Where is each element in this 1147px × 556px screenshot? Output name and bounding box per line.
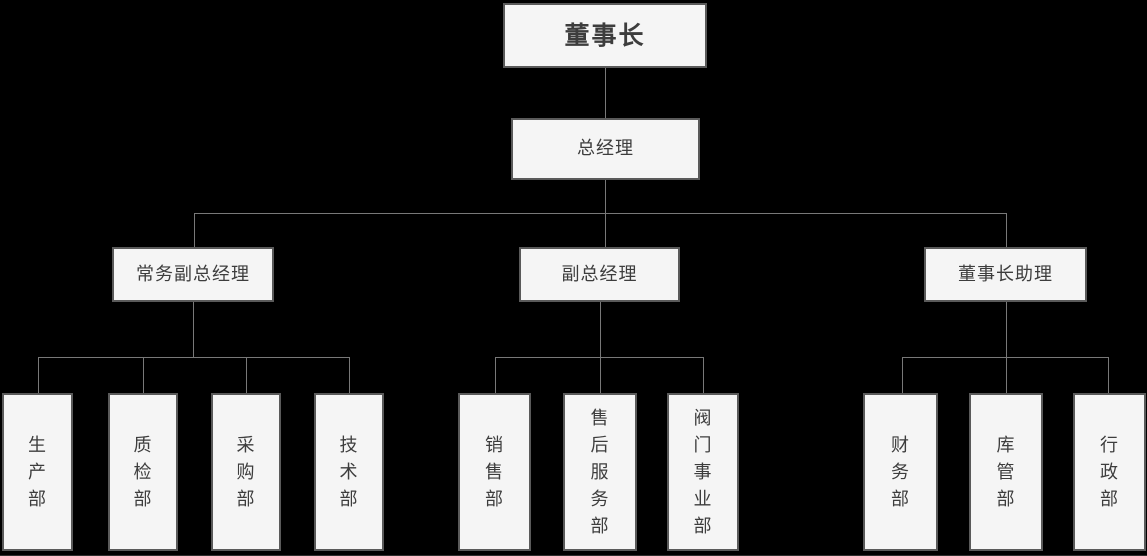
org-node-label: 董事长 [564, 21, 646, 50]
connector-line [605, 213, 606, 247]
connector-line [600, 302, 601, 357]
label-character: 部 [485, 488, 504, 509]
org-node-label: 技术部 [340, 432, 359, 513]
org-node-deputy-general-manager[interactable]: 副总经理 [519, 247, 680, 302]
org-node-label: 质检部 [134, 432, 153, 513]
connector-line [495, 357, 496, 393]
org-node-label: 董事长助理 [958, 263, 1053, 284]
label-character: 务 [891, 461, 910, 482]
label-character: 政 [1100, 461, 1119, 482]
org-node-label: 常务副总经理 [136, 263, 250, 284]
connector-line [600, 357, 601, 393]
label-character: 部 [590, 515, 610, 536]
label-character: 部 [891, 488, 910, 509]
connector-line [902, 357, 1108, 358]
org-node-warehouse-dept[interactable]: 库管部 [969, 393, 1043, 551]
org-node-quality-inspection-dept[interactable]: 质检部 [108, 393, 178, 551]
org-node-technology-dept[interactable]: 技术部 [314, 393, 384, 551]
label-character: 阀 [693, 407, 713, 428]
label-character: 部 [1100, 488, 1119, 509]
label-character: 后 [590, 434, 610, 455]
org-node-label: 副总经理 [561, 263, 638, 284]
connector-line [605, 180, 606, 213]
label-character: 服 [590, 461, 610, 482]
label-character: 术 [339, 461, 359, 482]
connector-line [143, 357, 144, 393]
label-character: 生 [28, 434, 47, 455]
connector-line [1108, 357, 1109, 393]
label-character: 管 [996, 461, 1016, 482]
connector-line [1006, 357, 1007, 393]
connector-line [349, 357, 350, 393]
label-character: 部 [339, 488, 359, 509]
org-node-chairman[interactable]: 董事长 [503, 3, 707, 68]
org-node-label: 销售部 [485, 432, 504, 513]
label-character: 销 [485, 434, 504, 455]
label-character: 部 [133, 488, 153, 509]
org-node-executive-deputy-general-manager[interactable]: 常务副总经理 [112, 247, 274, 302]
org-node-chairman-assistant[interactable]: 董事长助理 [924, 247, 1087, 302]
connector-line [703, 357, 704, 393]
connector-line [194, 213, 195, 247]
label-character: 质 [133, 434, 153, 455]
org-node-administration-dept[interactable]: 行政部 [1073, 393, 1146, 551]
org-node-finance-dept[interactable]: 财务部 [863, 393, 938, 551]
label-character: 部 [236, 488, 256, 509]
org-node-label: 售后服务部 [591, 405, 610, 540]
connector-line [605, 68, 606, 118]
label-character: 售 [485, 461, 504, 482]
label-character: 产 [28, 461, 47, 482]
org-node-general-manager[interactable]: 总经理 [511, 118, 700, 180]
label-character: 事 [693, 461, 713, 482]
org-node-purchasing-dept[interactable]: 采购部 [211, 393, 281, 551]
label-character: 采 [236, 434, 256, 455]
connector-line [246, 357, 247, 393]
connector-line [38, 357, 349, 358]
connector-line [193, 302, 194, 357]
org-node-label: 采购部 [237, 432, 256, 513]
label-character: 购 [236, 461, 256, 482]
connector-line [194, 213, 1006, 214]
label-character: 务 [590, 488, 610, 509]
org-node-sales-dept[interactable]: 销售部 [458, 393, 531, 551]
connector-line [38, 357, 39, 393]
label-character: 售 [590, 407, 610, 428]
label-character: 行 [1100, 434, 1119, 455]
label-character: 技 [339, 434, 359, 455]
label-character: 门 [693, 434, 713, 455]
label-character: 业 [693, 488, 713, 509]
label-character: 部 [28, 488, 47, 509]
org-node-label: 行政部 [1100, 432, 1119, 513]
label-character: 财 [891, 434, 910, 455]
org-node-after-sales-service-dept[interactable]: 售后服务部 [563, 393, 637, 551]
org-node-valve-business-dept[interactable]: 阀门事业部 [667, 393, 739, 551]
org-node-label: 总经理 [577, 138, 634, 159]
org-node-label: 阀门事业部 [694, 405, 713, 540]
connector-line [495, 357, 703, 358]
org-node-label: 库管部 [997, 432, 1016, 513]
org-node-label: 财务部 [891, 432, 910, 513]
connector-line [1006, 302, 1007, 357]
org-node-label: 生产部 [28, 432, 47, 513]
org-node-production-dept[interactable]: 生产部 [2, 393, 73, 551]
connector-line [1006, 213, 1007, 247]
label-character: 部 [996, 488, 1016, 509]
label-character: 检 [133, 461, 153, 482]
label-character: 库 [996, 434, 1016, 455]
label-character: 部 [693, 515, 713, 536]
connector-line [902, 357, 903, 393]
